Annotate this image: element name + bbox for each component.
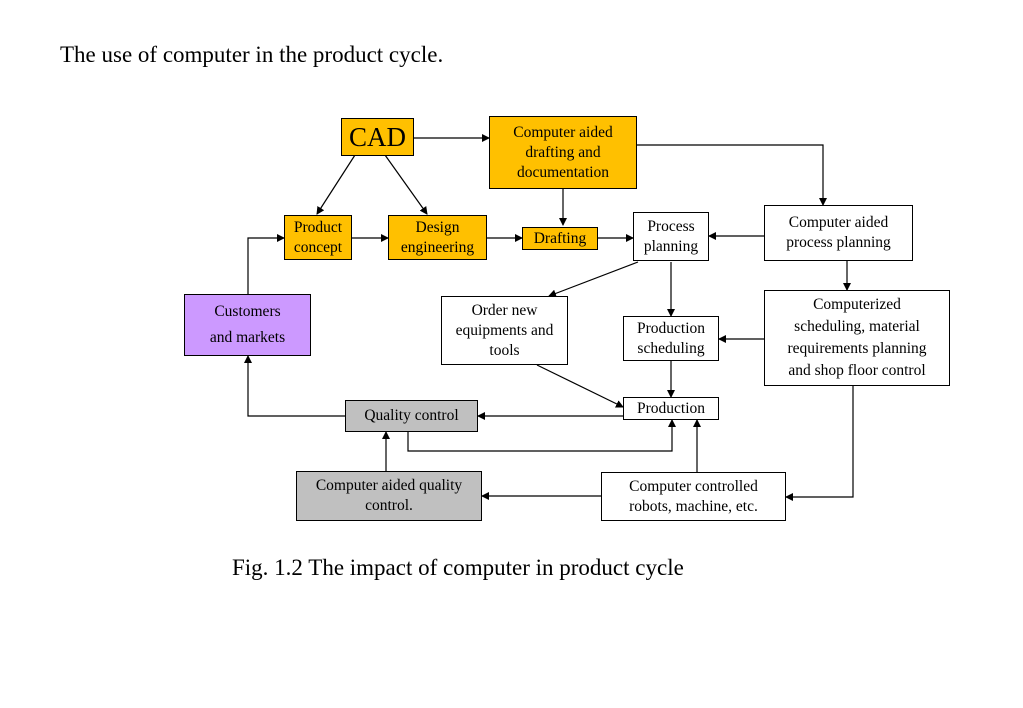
computer-aided-process-planning-box: Computer aided process planning <box>764 205 913 261</box>
drafting-box: Drafting <box>522 227 598 250</box>
page-heading: The use of computer in the product cycle… <box>60 42 444 67</box>
arrow-scheduling-mrp-to-robots <box>785 386 854 501</box>
computer-aided-quality-control-box: Computer aided quality control. <box>296 471 482 521</box>
computer-aided-process-planning-label: Computer aided process planning <box>786 214 891 251</box>
drafting-documentation-box: Computer aided drafting and documentatio… <box>489 116 637 189</box>
computer-controlled-robots-label: Computer controlled robots, machine, etc… <box>629 477 758 515</box>
order-equipment-label: Order new equipments and tools <box>455 301 554 359</box>
quality-control-box: Quality control <box>345 400 478 432</box>
computer-controlled-robots-box: Computer controlled robots, machine, etc… <box>601 472 786 521</box>
arrow-quality-control-to-production <box>407 419 676 452</box>
computerized-scheduling-box: Computerized scheduling, material requir… <box>764 290 950 386</box>
production-scheduling-box: Production scheduling <box>623 316 719 361</box>
design-engineering-box: Design engineering <box>388 215 487 260</box>
arrow-customers-to-product-concept <box>247 234 285 294</box>
figure-caption: Fig. 1.2 The impact of computer in produ… <box>232 555 684 580</box>
order-equipment-box: Order new equipments and tools <box>441 296 568 365</box>
customers-markets-box: Customers and markets <box>184 294 311 356</box>
process-planning-box: Process planning <box>633 212 709 261</box>
customers-markets-label: Customers and markets <box>209 303 286 346</box>
cad-label: CAD <box>348 122 406 152</box>
drafting-label: Drafting <box>533 229 587 247</box>
arrow-quality-control-to-customers <box>244 355 345 417</box>
cad-box: CAD <box>341 118 414 156</box>
design-engineering-label: Design engineering <box>400 218 475 256</box>
production-box: Production <box>623 397 719 420</box>
drafting-documentation-label: Computer aided drafting and documentatio… <box>513 123 613 181</box>
arrow-order-to-production <box>536 364 624 408</box>
product-concept-box: Product concept <box>284 215 352 260</box>
arrow-process-planning-to-order <box>548 261 639 298</box>
production-label: Production <box>636 399 706 417</box>
arrow-drafting-doc-to-capp <box>637 144 827 206</box>
process-planning-label: Process planning <box>643 217 699 255</box>
arrow-cad-to-design-engineering <box>384 154 428 215</box>
production-scheduling-label: Production scheduling <box>636 319 706 357</box>
product-concept-label: Product concept <box>293 218 343 256</box>
quality-control-label: Quality control <box>364 407 459 424</box>
arrow-cad-to-product-concept <box>316 154 356 215</box>
computer-aided-quality-control-label: Computer aided quality control. <box>315 477 463 514</box>
computerized-scheduling-label: Computerized scheduling, material requir… <box>787 296 927 379</box>
